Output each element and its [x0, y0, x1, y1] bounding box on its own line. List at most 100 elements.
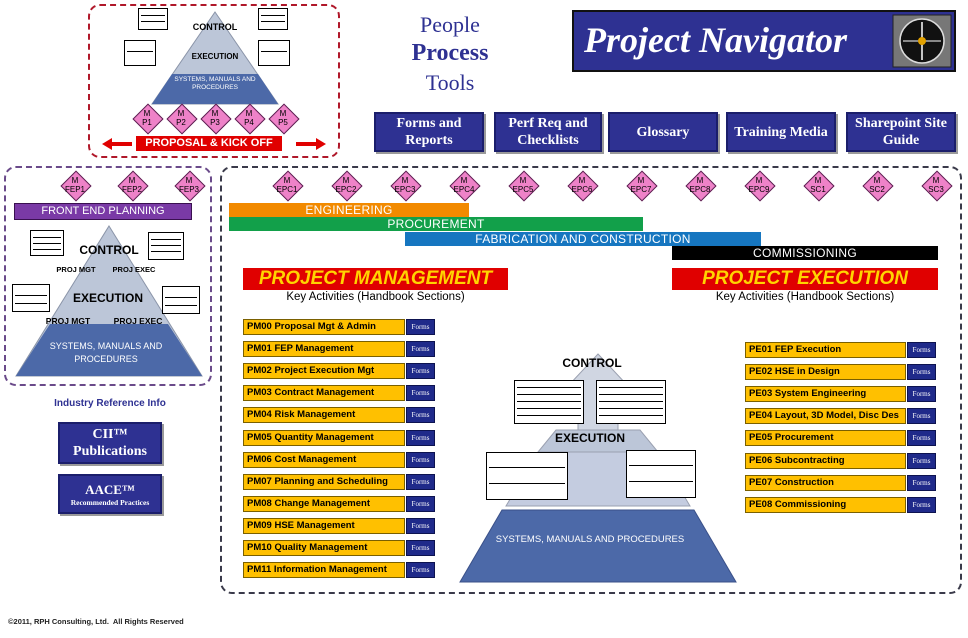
- proposal-pyramid[interactable]: [150, 10, 280, 106]
- aace-practices-button[interactable]: AACE™ Recommended Practices: [58, 474, 162, 514]
- pm-forms-button-pm02[interactable]: Forms: [406, 363, 435, 380]
- pe-item-pe05[interactable]: PE05 Procurement: [745, 430, 906, 447]
- proposal-flowchart-icon-1: [124, 40, 156, 66]
- milestone-code: FEP3: [178, 185, 199, 194]
- phase-bar-commissioning[interactable]: COMMISSIONING: [672, 246, 938, 260]
- pe-forms-button-pe06[interactable]: Forms: [907, 452, 936, 469]
- fep-flowchart-icon-1: [12, 284, 50, 312]
- nav-button-sharepoint-site-guide[interactable]: Sharepoint Site Guide: [846, 112, 956, 152]
- pe-forms-button-pe03[interactable]: Forms: [907, 386, 936, 403]
- pm-forms-button-pm07[interactable]: Forms: [406, 473, 435, 490]
- pm-forms-button-pm05[interactable]: Forms: [406, 429, 435, 446]
- pm-forms-button-pm10[interactable]: Forms: [406, 540, 435, 556]
- pm-item-pm04[interactable]: PM04 Risk Management: [243, 407, 405, 424]
- pm-forms-button-pm08[interactable]: Forms: [406, 495, 435, 512]
- nav-button-perf-req-and-checklists[interactable]: Perf Req and Checklists: [494, 112, 602, 152]
- nav-button-training-media[interactable]: Training Media: [726, 112, 836, 152]
- phase-bar-procurement[interactable]: PROCUREMENT: [229, 217, 643, 231]
- nav-button-forms-and-reports[interactable]: Forms and Reports: [374, 112, 484, 152]
- pe-item-pe07[interactable]: PE07 Construction: [745, 474, 906, 491]
- phase-bar-engineering[interactable]: ENGINEERING: [229, 203, 469, 217]
- phase-bar-fabrication-and-construction[interactable]: FABRICATION AND CONSTRUCTION: [405, 232, 761, 246]
- milestone-code: P2: [176, 118, 186, 127]
- pm-item-pm06[interactable]: PM06 Cost Management: [243, 451, 405, 468]
- pe-item-pe01[interactable]: PE01 FEP Execution: [745, 342, 906, 358]
- proposal-banner[interactable]: PROPOSAL & KICK OFF: [136, 136, 282, 151]
- pe-forms-button-pe01[interactable]: Forms: [907, 342, 936, 358]
- proposal-flowchart-icon-2: [258, 40, 290, 66]
- tagline-tools: Tools: [425, 70, 475, 95]
- pm-item-pm09[interactable]: PM09 HSE Management: [243, 517, 405, 534]
- pm-forms-button-pm01[interactable]: Forms: [406, 341, 435, 358]
- pe-forms-button-pe04[interactable]: Forms: [907, 408, 936, 425]
- pm-item-pm11[interactable]: PM11 Information Management: [243, 562, 405, 579]
- fep-proj-mgt-1: PROJ MGT: [56, 265, 96, 274]
- pm-heading: PROJECT MANAGEMENT: [243, 268, 508, 290]
- pm-forms-button-pm06[interactable]: Forms: [406, 451, 435, 468]
- milestone-prefix: M: [211, 109, 219, 118]
- pm-item-pm03[interactable]: PM03 Contract Management: [243, 385, 405, 402]
- proposal-kickoff-box: [88, 4, 340, 158]
- milestone-prefix: M: [279, 109, 287, 118]
- pm-forms-button-pm04[interactable]: Forms: [406, 407, 435, 424]
- milestone-code: EPC6: [571, 185, 593, 194]
- pm-item-pm08[interactable]: PM08 Change Management: [243, 495, 405, 512]
- pe-item-pe02[interactable]: PE02 HSE in Design: [745, 364, 906, 381]
- pe-forms-button-pe07[interactable]: Forms: [907, 474, 936, 491]
- milestone-code: EPC4: [453, 185, 475, 194]
- pm-item-pm05[interactable]: PM05 Quantity Management: [243, 429, 405, 446]
- pm-item-pm10[interactable]: PM10 Quality Management: [243, 540, 405, 556]
- nav-button-glossary[interactable]: Glossary: [608, 112, 718, 152]
- pm-item-pm07[interactable]: PM07 Planning and Scheduling: [243, 473, 405, 490]
- fep-banner[interactable]: FRONT END PLANNING: [14, 203, 192, 220]
- aace-title: AACE™: [85, 481, 135, 497]
- pm-forms-button-pm00[interactable]: Forms: [406, 319, 435, 335]
- pm-forms-button-pm11[interactable]: Forms: [406, 562, 435, 579]
- pm-forms-button-pm03[interactable]: Forms: [406, 385, 435, 402]
- cii-subtitle: Publications: [73, 444, 147, 459]
- pe-forms-button-pe02[interactable]: Forms: [907, 364, 936, 381]
- milestone-code: FEP2: [121, 185, 142, 194]
- fep-pyramid[interactable]: [14, 224, 204, 378]
- pm-item-pm00[interactable]: PM00 Proposal Mgt & Admin: [243, 319, 405, 335]
- arrow-left-icon: [102, 138, 132, 150]
- compass-icon: [892, 14, 952, 68]
- reference-heading: Industry Reference Info: [54, 398, 166, 409]
- pm-item-pm01[interactable]: PM01 FEP Management: [243, 341, 405, 358]
- pe-item-pe04[interactable]: PE04 Layout, 3D Model, Disc Des: [745, 408, 906, 425]
- pe-forms-button-pe05[interactable]: Forms: [907, 430, 936, 447]
- pm-forms-button-pm09[interactable]: Forms: [406, 517, 435, 534]
- pe-forms-button-pe08[interactable]: Forms: [907, 496, 936, 513]
- proposal-control-label: CONTROL: [192, 22, 238, 32]
- pe-item-pe08[interactable]: PE08 Commissioning: [745, 496, 906, 513]
- milestone-code: SC1: [810, 185, 826, 194]
- pm-item-pm02[interactable]: PM02 Project Execution Mgt: [243, 363, 405, 380]
- pe-item-pe06[interactable]: PE06 Subcontracting: [745, 452, 906, 469]
- cii-publications-button[interactable]: CII™ Publications: [58, 422, 162, 464]
- milestone-prefix: M: [696, 176, 704, 185]
- fep-form-icon-1: [30, 230, 64, 256]
- pe-item-pe03[interactable]: PE03 System Engineering: [745, 386, 906, 403]
